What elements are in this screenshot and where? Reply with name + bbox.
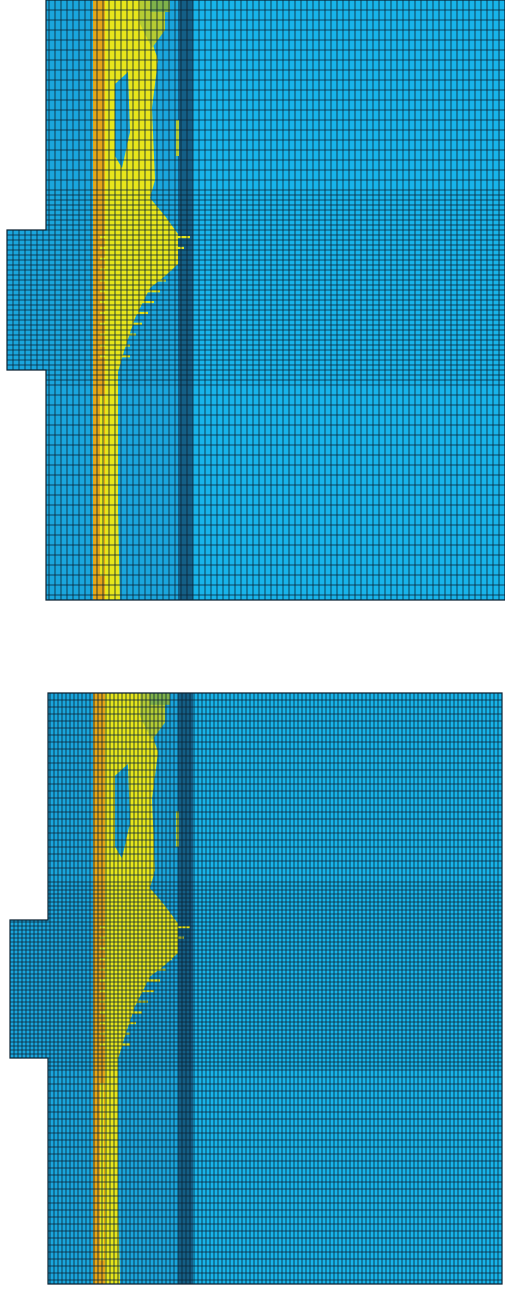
field-streak: [100, 1043, 130, 1046]
field-streak: [100, 1011, 142, 1014]
mesh-body: [10, 693, 502, 1284]
field-streak: [100, 947, 178, 950]
mesh-body: [7, 0, 505, 600]
field-streak: [100, 290, 160, 293]
mesh-panel-top: [6, 0, 505, 601]
field-right-domain: [192, 693, 502, 1284]
field-dark-band: [178, 693, 193, 1284]
mesh-panel-bottom: [9, 692, 503, 1285]
field-green-streak: [176, 811, 179, 847]
field-streak: [100, 990, 154, 993]
field-streak: [100, 311, 148, 315]
field-yellow-streak: [100, 396, 104, 576]
mesh-lines: [7, 0, 505, 600]
mesh-outline: [9, 692, 503, 1285]
field-green-patch: [150, 0, 170, 12]
field-streak: [100, 958, 172, 961]
field-streak: [100, 246, 184, 250]
field-streak: [100, 926, 190, 929]
field-green-streak: [176, 120, 179, 156]
field-green-patch: [150, 693, 170, 705]
mesh-outline: [6, 0, 505, 601]
mesh-lines: [10, 693, 502, 1284]
